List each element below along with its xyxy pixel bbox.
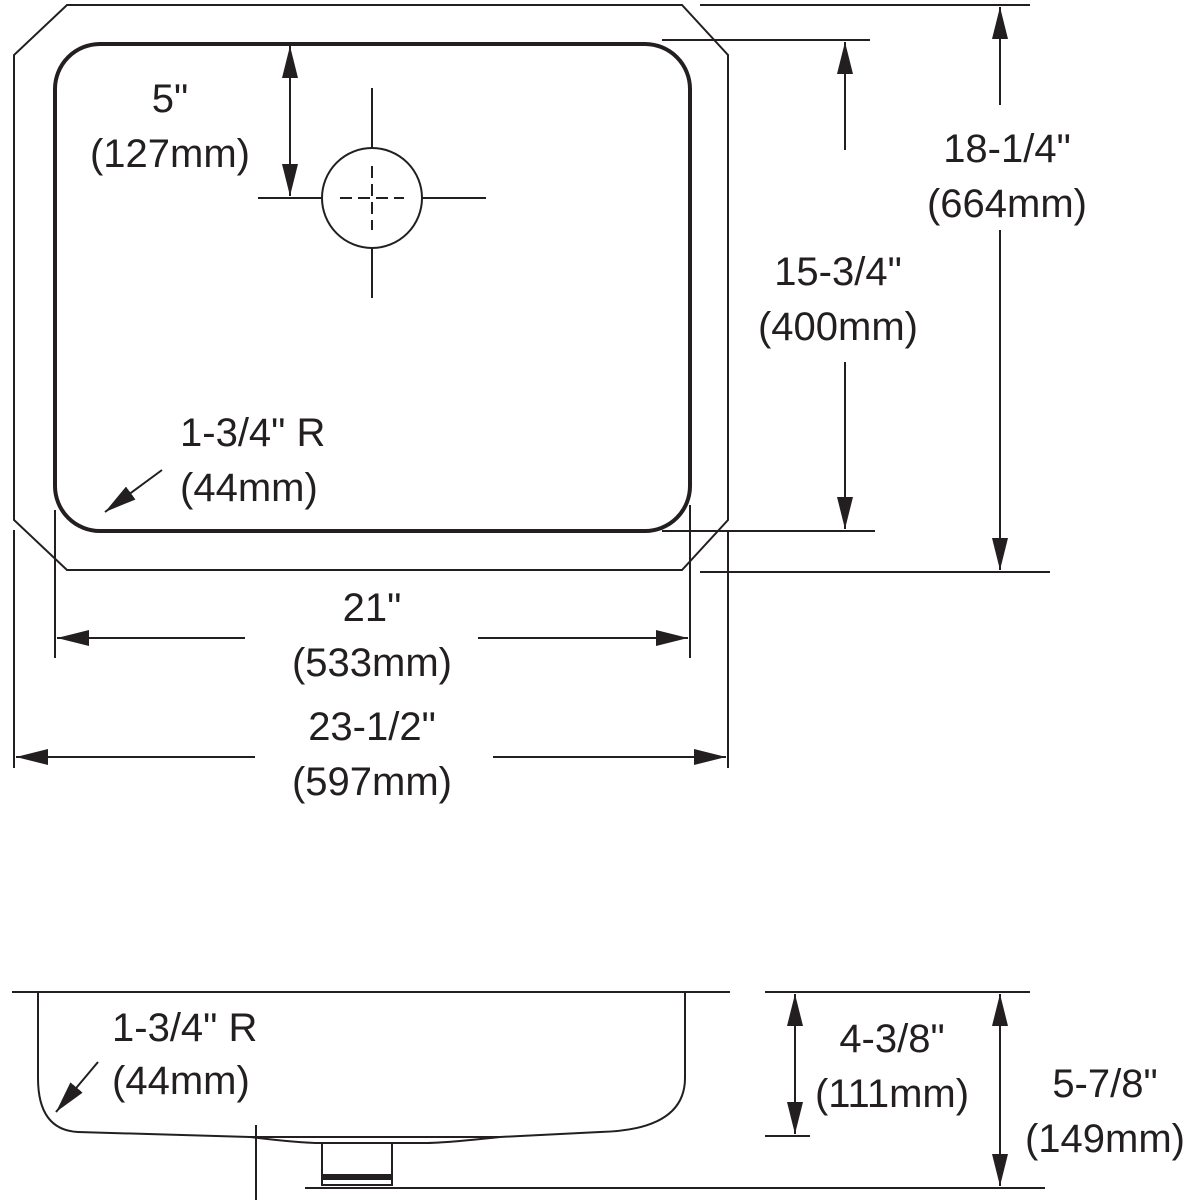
- corner-radius-metric: (44mm): [180, 466, 318, 510]
- overall-width-metric: (597mm): [292, 760, 452, 804]
- drain-offset-imperial: 5": [152, 77, 188, 121]
- bowl-depth-metric: (111mm): [815, 1072, 969, 1116]
- side-radius-metric: (44mm): [112, 1059, 250, 1103]
- side-radius-arrow: [55, 1061, 99, 1113]
- overall-depth-metric: (149mm): [1025, 1117, 1185, 1161]
- corner-radius-imperial: 1-3/4" R: [180, 411, 325, 455]
- sink-bowl-outline: [53, 42, 692, 533]
- side-radius-imperial: 1-3/4" R: [112, 1006, 257, 1050]
- drain-icon: [258, 88, 486, 298]
- overall-depth-imperial: 5-7/8": [1052, 1062, 1157, 1106]
- top-view: 5" (127mm) 15-3/4" (400mm) 18-1/4" (664m…: [13, 4, 1087, 804]
- bowl-length-imperial: 15-3/4": [774, 250, 902, 294]
- bowl-depth-imperial: 4-3/8": [839, 1017, 944, 1061]
- overall-length-metric: (664mm): [927, 182, 1087, 226]
- bowl-width-metric: (533mm): [292, 641, 452, 685]
- side-view: 1-3/4" R (44mm) 4-3/8" (111mm) 5-7/8" (1…: [12, 991, 1185, 1200]
- bowl-width-imperial: 21": [343, 586, 402, 630]
- bowl-length-metric: (400mm): [758, 305, 918, 349]
- side-bowl-outline: [37, 993, 686, 1138]
- overall-width-imperial: 23-1/2": [308, 705, 436, 749]
- corner-radius-arrow: [104, 469, 163, 513]
- overall-length-imperial: 18-1/4": [943, 127, 1071, 171]
- drain-tailpiece-icon: [321, 1142, 393, 1186]
- sink-outer-rim: [13, 4, 729, 571]
- drain-offset-metric: (127mm): [90, 132, 250, 176]
